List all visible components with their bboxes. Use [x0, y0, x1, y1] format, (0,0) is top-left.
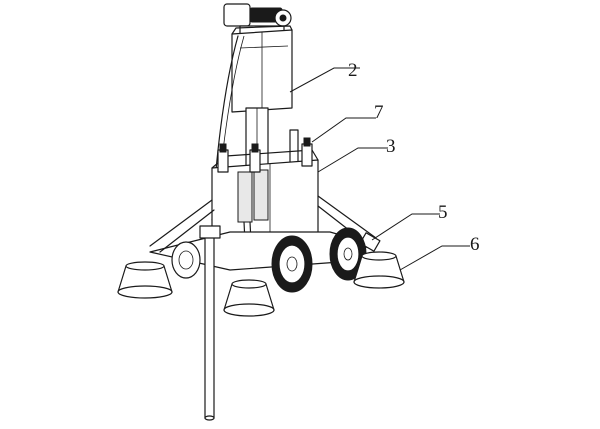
leader-lines	[289, 67, 470, 271]
wheels	[171, 227, 367, 293]
callout-7: 7	[374, 102, 384, 123]
callout-6: 6	[470, 234, 480, 255]
upper-housing	[231, 25, 293, 113]
main-body	[211, 149, 319, 241]
callout-2: 2	[348, 60, 358, 81]
drill-rod	[199, 225, 221, 421]
support-feet	[117, 251, 405, 317]
callout-5: 5	[438, 202, 448, 223]
callout-3: 3	[386, 136, 396, 157]
